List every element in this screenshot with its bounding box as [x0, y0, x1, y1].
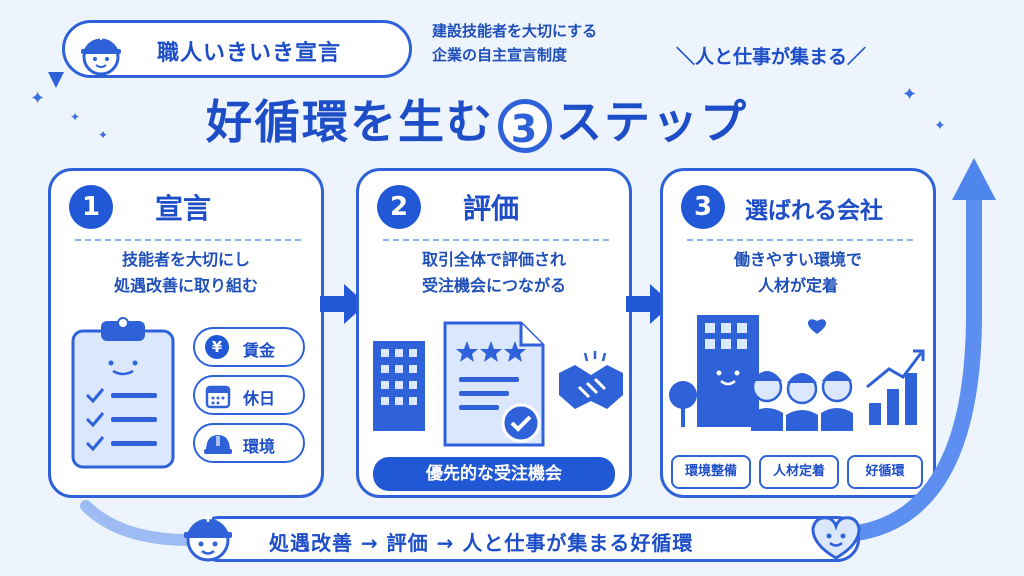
title-number: 3 [498, 98, 552, 153]
building-icon [373, 341, 425, 431]
clipboard-icon [71, 317, 175, 469]
worker-mascot-icon [184, 514, 232, 562]
yen-icon: ¥ [205, 335, 229, 359]
step-card-2: 2 評価 取引全体で評価され 受注機会につながる 優先的な受注機会 [356, 168, 632, 498]
heart-mascot-icon [811, 516, 861, 560]
step-number: 3 [681, 185, 725, 229]
title-part-2: ステップ [556, 95, 748, 149]
helmet-icon [204, 435, 232, 454]
calendar-icon [205, 385, 231, 409]
step-title: 選ばれる会社 [745, 198, 883, 224]
item-pill-environment: 環境 [193, 423, 305, 463]
cycle-text: 処遇改善 → 評価 → 人と仕事が集まる好循環 [269, 531, 694, 555]
workers-group-icon [751, 371, 853, 431]
step-number: 2 [377, 185, 421, 229]
desc-line: 受注機会につながる [421, 276, 566, 295]
step-description: 取引全体で評価され 受注機会につながる [359, 247, 629, 299]
sparkle-icon: ✦ [30, 88, 46, 109]
worker-mascot-icon [81, 34, 121, 76]
item-pill-wage: ¥ 賃金 [193, 327, 305, 367]
desc-line: 取引全体で評価され [421, 250, 566, 269]
divider [687, 239, 913, 241]
desc-line: 技能者を大切にし [121, 250, 250, 269]
step-number: 1 [69, 185, 113, 229]
result-tag: 環境整備 [671, 455, 751, 489]
item-label: 賃金 [243, 341, 276, 360]
badge-label: 職人いきいき宣言 [157, 41, 342, 66]
sparkle-icon: ✦ [98, 128, 109, 142]
office-building-icon [669, 315, 759, 427]
sparkle-icon: ✦ [70, 110, 81, 124]
growth-chart-icon [866, 349, 925, 425]
step-title: 宣言 [155, 192, 212, 225]
desc-line: 処遇改善に取り組む [113, 276, 258, 295]
sub-line-1: 建設技能者を大切にする [432, 22, 598, 40]
desc-line: 人材が定着 [757, 276, 838, 295]
sub-line-2: 企業の自主宣言制度 [432, 46, 568, 64]
step-title: 評価 [463, 192, 520, 225]
result-tag: 人材定着 [759, 455, 839, 489]
sparkle-icon: ✦ [934, 118, 946, 134]
result-tag: 好循環 [847, 455, 923, 489]
handshake-icon [559, 351, 623, 409]
cycle-summary-bar: 処遇改善 → 評価 → 人と仕事が集まる好循環 [196, 516, 860, 562]
arrow-right-icon [320, 284, 366, 324]
priority-banner: 優先的な受注機会 [373, 457, 615, 491]
title-part-1: 好循環を生む [206, 95, 494, 149]
sparkle-icon: ✦ [902, 84, 918, 105]
item-label: 休日 [243, 389, 276, 408]
program-badge: 職人いきいき宣言 [62, 20, 412, 78]
tagline: ＼人と仕事が集まる／ [676, 46, 867, 68]
step-card-3: 3 選ばれる会社 働きやすい環境で 人材が定着 [660, 168, 936, 498]
divider [75, 239, 301, 241]
desc-line: 働きやすい環境で [733, 250, 862, 269]
step-description: 働きやすい環境で 人材が定着 [663, 247, 933, 299]
step-description: 技能者を大切にし 処遇改善に取り組む [51, 247, 321, 299]
heart-icon [807, 319, 827, 334]
step-card-1: 1 宣言 技能者を大切にし 処遇改善に取り組む ¥ 賃金 休日 環境 [48, 168, 324, 498]
badge-tail [48, 72, 64, 88]
item-label: 環境 [243, 437, 276, 456]
divider [383, 239, 609, 241]
item-pill-holiday: 休日 [193, 375, 305, 415]
document-rating-icon [443, 321, 545, 447]
